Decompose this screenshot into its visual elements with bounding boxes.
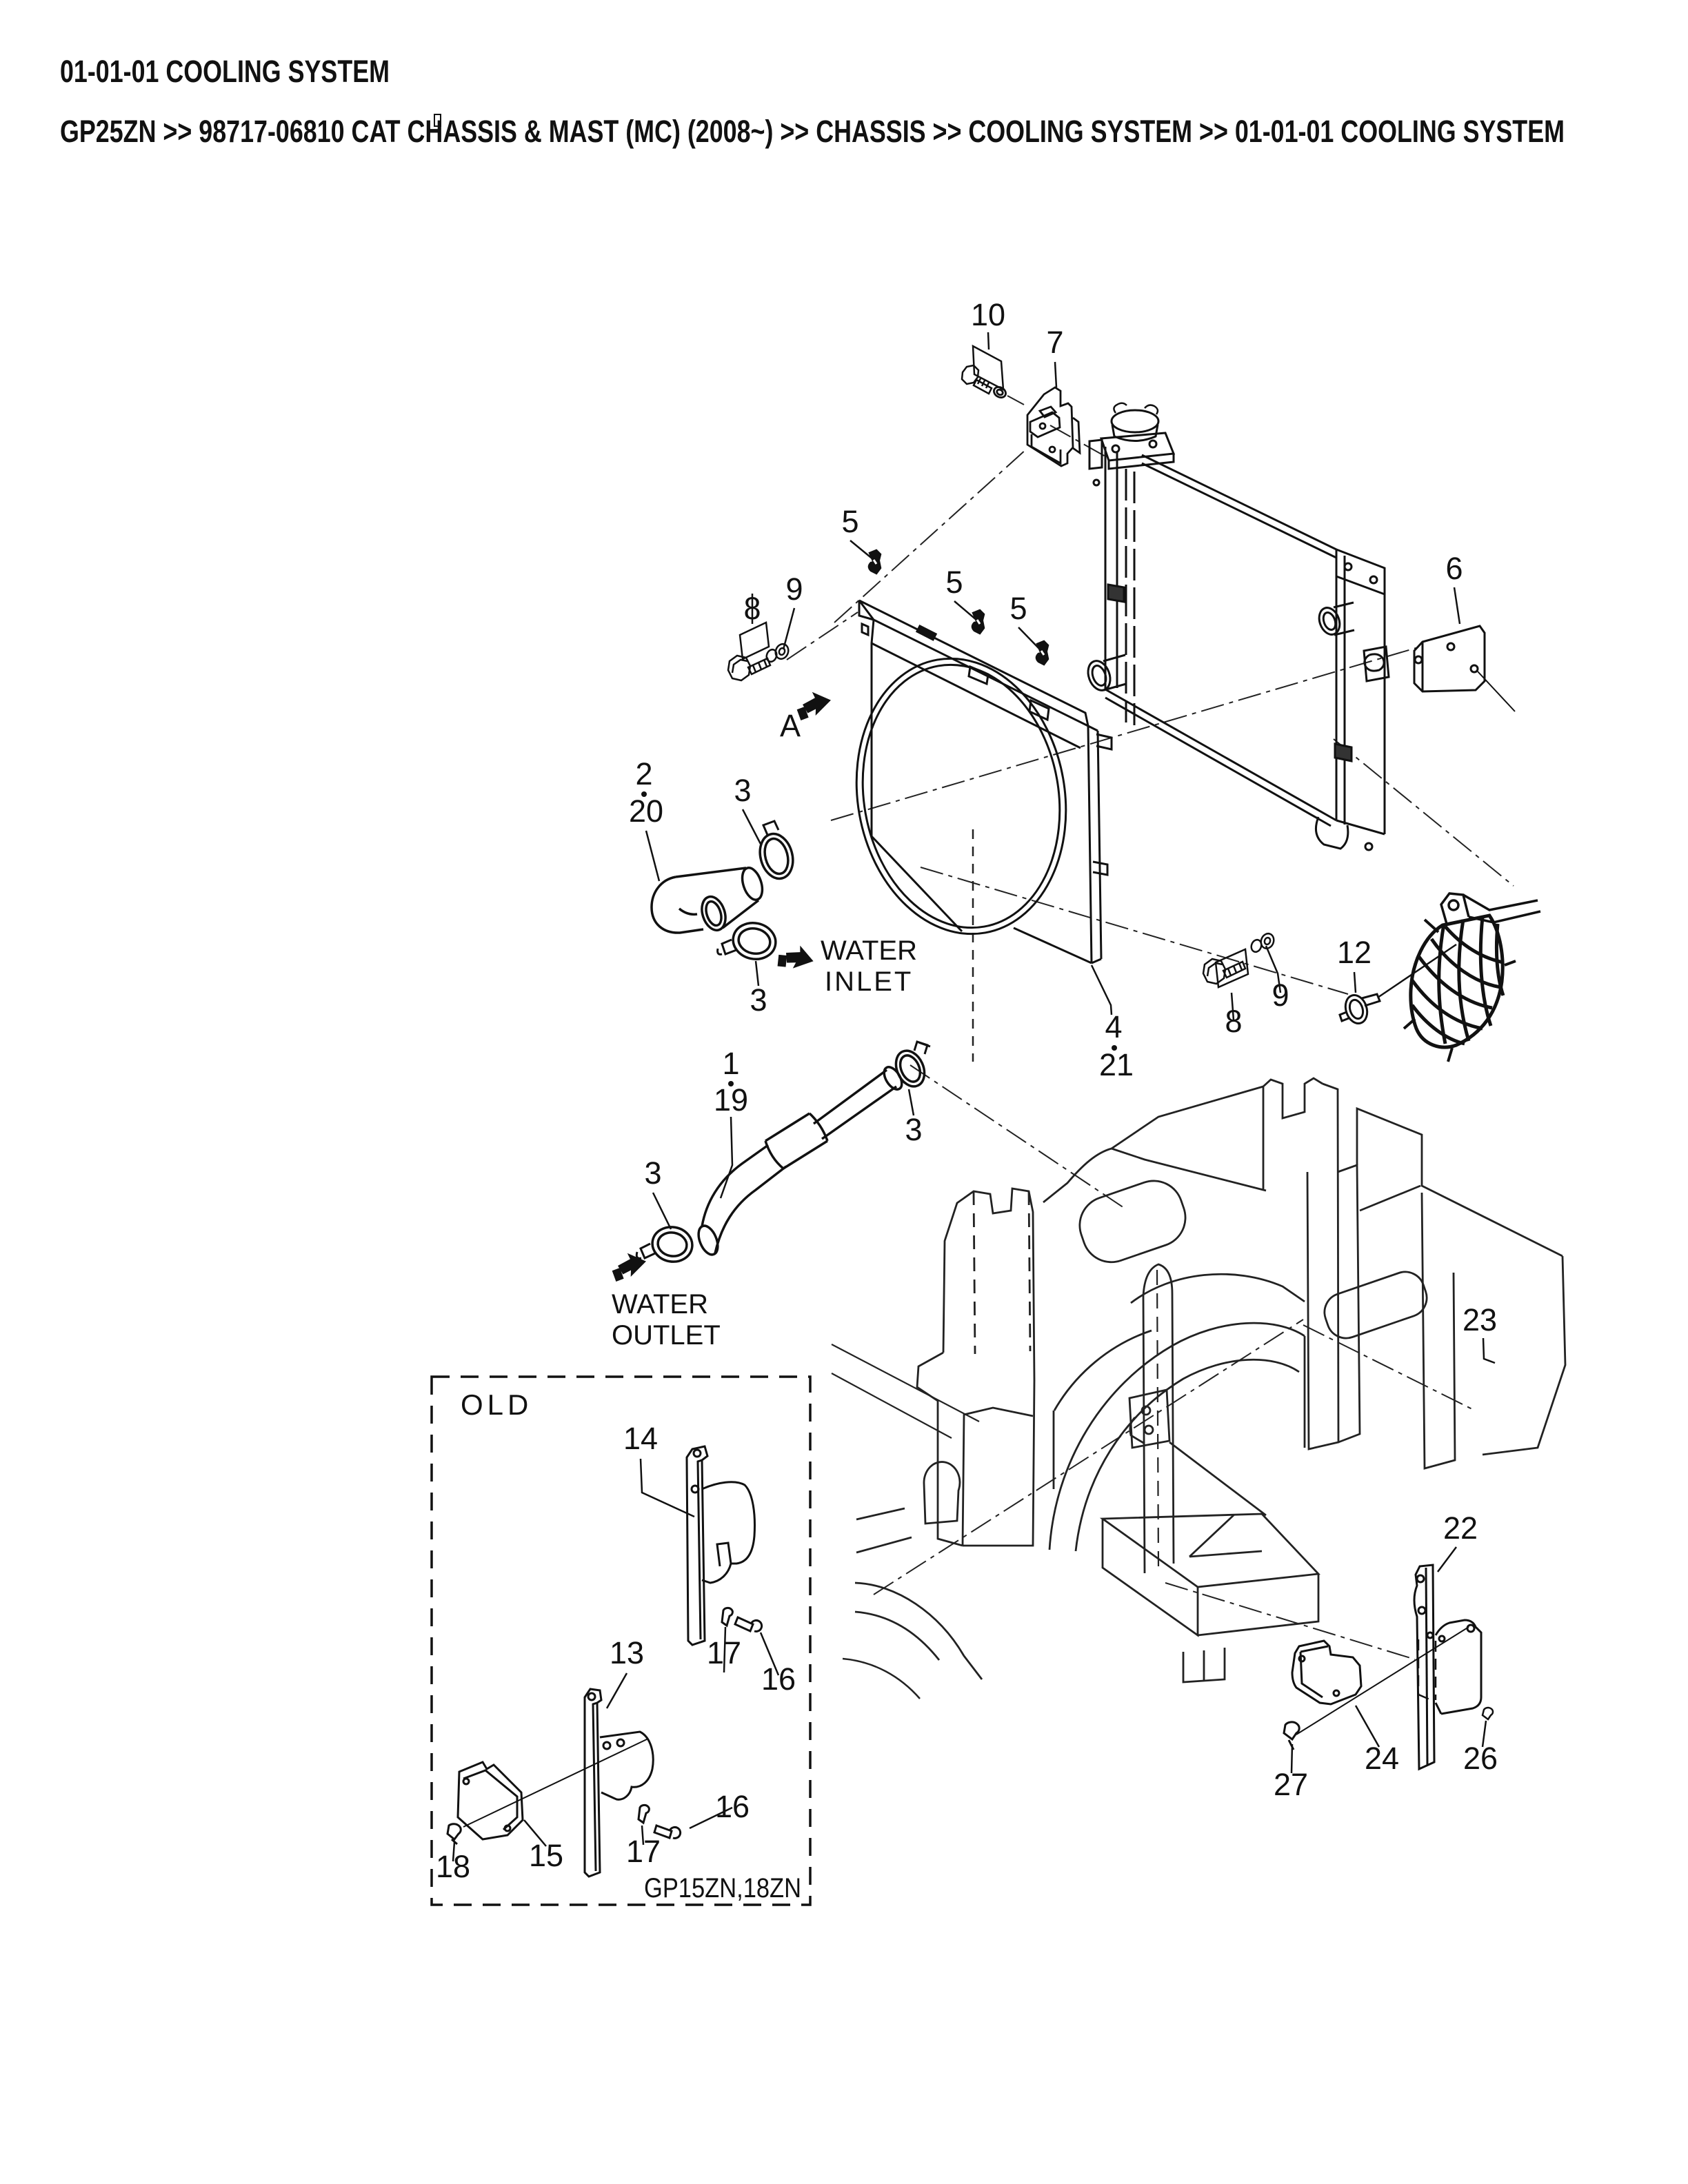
svg-text:01-01-01 COOLING SYSTEM: 01-01-01 COOLING SYSTEM <box>60 54 390 89</box>
svg-text:1: 1 <box>722 1046 739 1081</box>
svg-text:INLET: INLET <box>825 967 913 997</box>
svg-text:16: 16 <box>761 1661 796 1697</box>
svg-text:19: 19 <box>714 1082 748 1118</box>
svg-text:13: 13 <box>610 1635 644 1670</box>
svg-text:OUTLET: OUTLET <box>612 1320 721 1351</box>
svg-text:16: 16 <box>715 1789 750 1824</box>
svg-text:OLD: OLD <box>461 1388 532 1421</box>
svg-text:4: 4 <box>1105 1009 1122 1044</box>
svg-text:15: 15 <box>529 1838 563 1873</box>
svg-text:3: 3 <box>644 1155 661 1191</box>
svg-text:5: 5 <box>1009 591 1027 626</box>
svg-text:14: 14 <box>623 1421 658 1456</box>
svg-text:9: 9 <box>785 572 803 607</box>
svg-text:26: 26 <box>1463 1741 1498 1776</box>
svg-text:3: 3 <box>734 773 751 808</box>
svg-text:A: A <box>780 708 801 743</box>
svg-text:7: 7 <box>1046 325 1063 360</box>
svg-text:3: 3 <box>750 982 767 1018</box>
svg-text:6: 6 <box>1445 551 1463 586</box>
svg-text:5: 5 <box>945 565 963 600</box>
svg-text:3: 3 <box>905 1112 922 1147</box>
svg-text:24: 24 <box>1365 1741 1399 1776</box>
svg-text:23: 23 <box>1463 1302 1497 1337</box>
svg-text:10: 10 <box>971 297 1005 332</box>
svg-text:22: 22 <box>1443 1510 1478 1546</box>
svg-text:12: 12 <box>1337 935 1372 970</box>
svg-text:9: 9 <box>1272 978 1289 1013</box>
svg-text:21: 21 <box>1099 1047 1134 1082</box>
svg-text:GP15ZN,18ZN: GP15ZN,18ZN <box>644 1873 801 1903</box>
svg-text:GP25ZN >> 98717-06810 CAT CHAS: GP25ZN >> 98717-06810 CAT CHASSIS & MAST… <box>60 114 1565 149</box>
svg-text:2: 2 <box>635 756 652 791</box>
svg-text:20: 20 <box>629 793 663 829</box>
svg-text:5: 5 <box>841 504 858 539</box>
svg-text:WATER: WATER <box>821 936 917 966</box>
svg-text:WATER: WATER <box>612 1289 708 1320</box>
